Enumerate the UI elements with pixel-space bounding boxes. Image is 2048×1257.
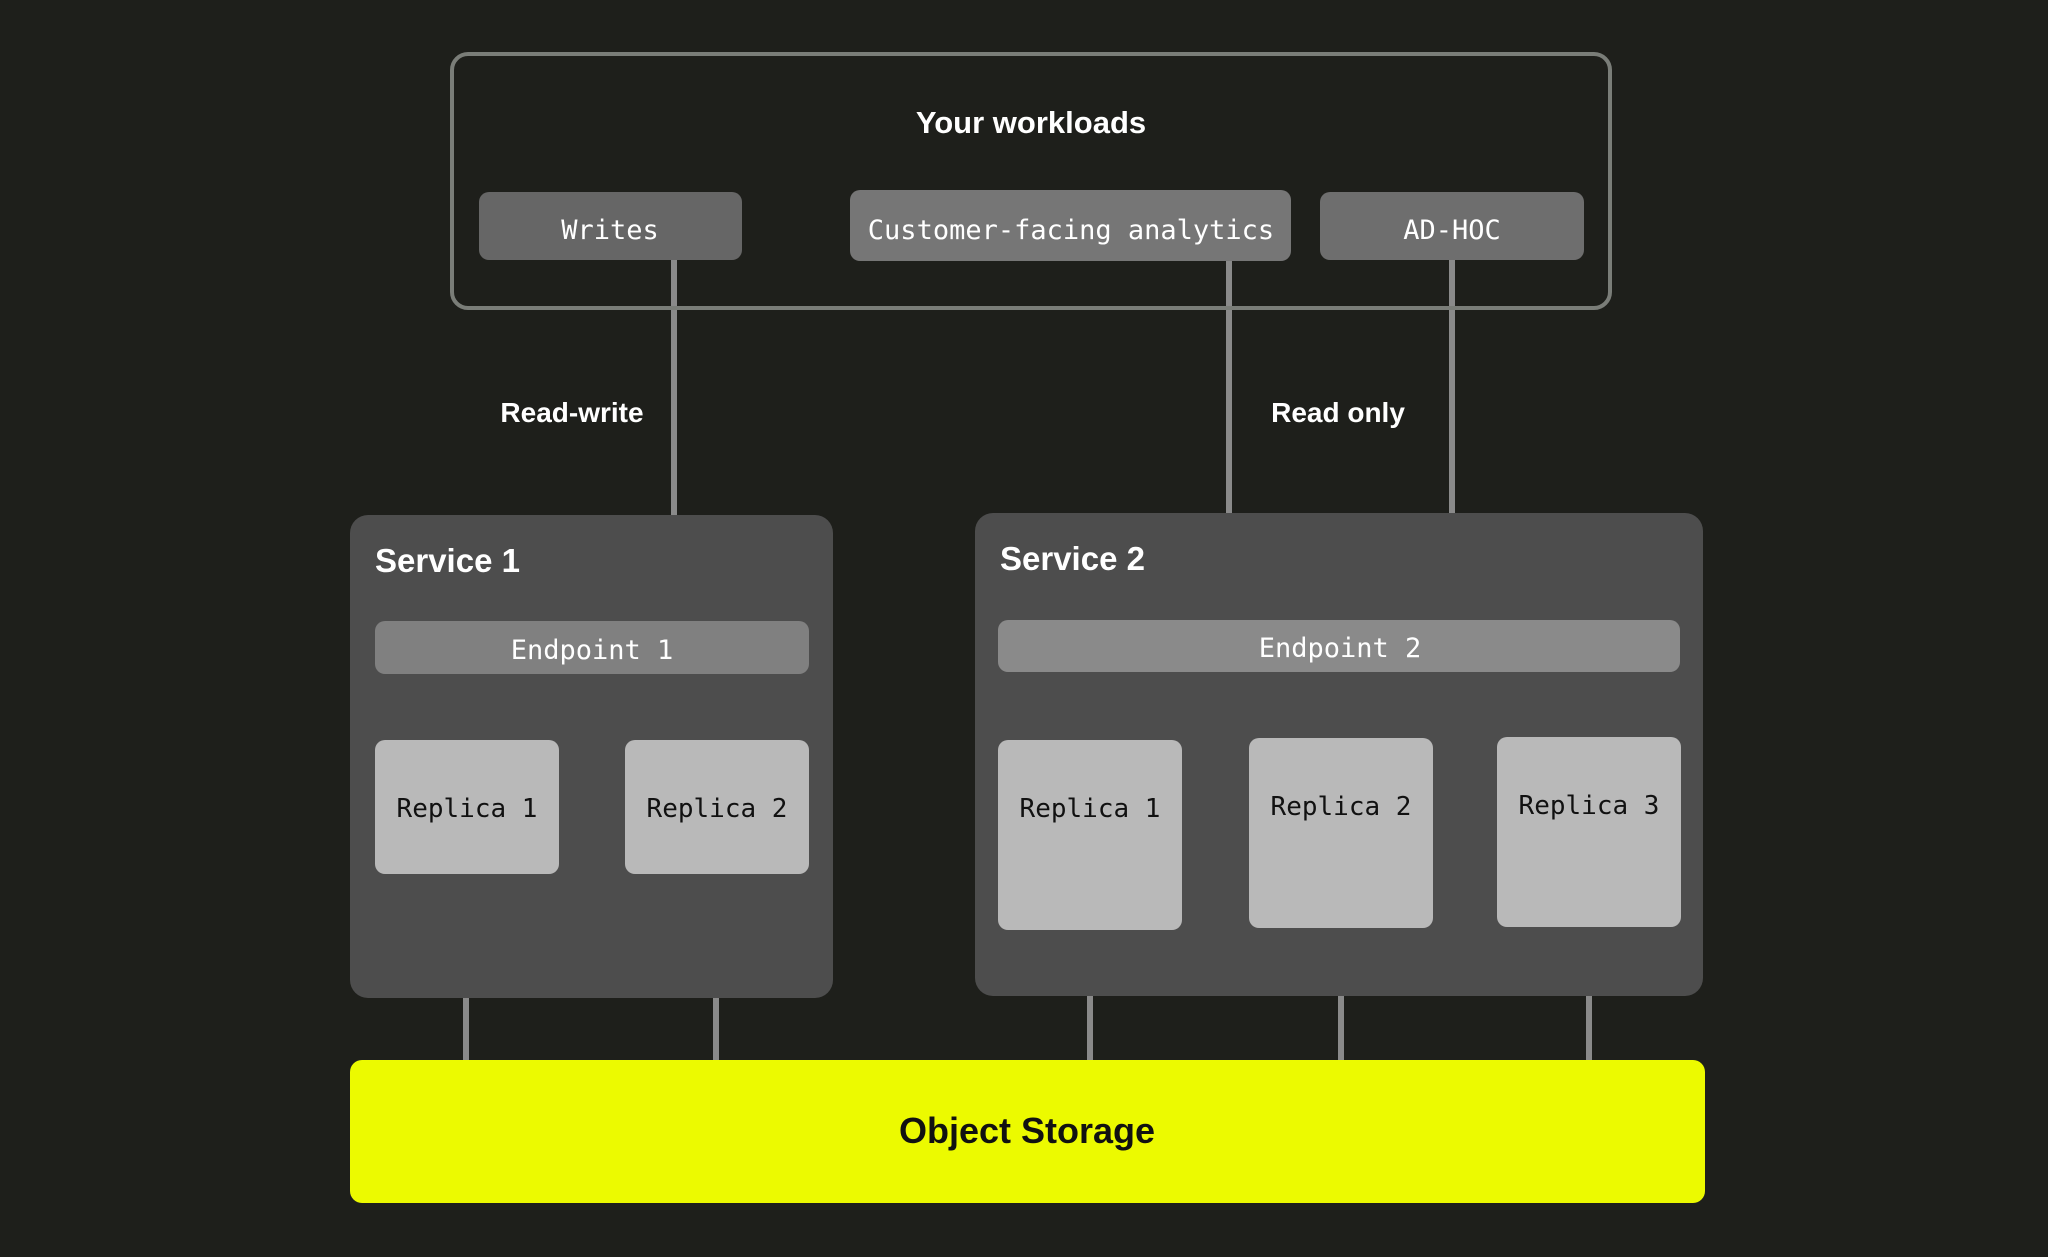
service-1-replica-1-label: Replica 1	[397, 794, 538, 824]
edge-label-read-write: Read-write	[500, 397, 643, 428]
service-2-group[interactable]: Service 2 Endpoint 2 Replica 1 Replica 2…	[975, 513, 1703, 996]
service-2-replica-3-label: Replica 3	[1519, 791, 1660, 821]
service-2-endpoint[interactable]: Endpoint 2	[998, 620, 1680, 672]
service-2-endpoint-box[interactable]	[998, 620, 1680, 672]
workload-item-writes-label: Writes	[561, 215, 659, 246]
object-storage-box[interactable]	[350, 1060, 1705, 1203]
service-1-replica-2[interactable]: Replica 2	[625, 740, 809, 874]
service-1-endpoint[interactable]: Endpoint 1	[375, 621, 809, 674]
service-2-replica-1-label: Replica 1	[1020, 794, 1161, 824]
workloads-group-border	[450, 52, 1612, 310]
workload-item-writes[interactable]: Writes	[479, 192, 742, 260]
service-1-replica-1[interactable]: Replica 1	[375, 740, 559, 874]
service-1-endpoint-box[interactable]	[375, 621, 809, 674]
object-storage-label: Object Storage	[899, 1110, 1155, 1151]
edge-label-read-only: Read only	[1271, 397, 1405, 428]
service-2-replica-2-box[interactable]	[1249, 738, 1433, 928]
service-1-title: Service 1	[375, 542, 520, 579]
workload-item-customer-facing-analytics-label: Customer-facing analytics	[868, 215, 1274, 246]
service-2-title: Service 2	[1000, 540, 1145, 577]
service-2-replica-2-label: Replica 2	[1271, 792, 1412, 822]
workload-item-ad-hoc-box[interactable]	[1320, 192, 1584, 260]
workload-item-ad-hoc[interactable]: AD-HOC	[1320, 192, 1584, 260]
service-2-replica-1[interactable]: Replica 1	[998, 740, 1182, 930]
workload-item-writes-box[interactable]	[479, 192, 742, 260]
service-2-replica-2[interactable]: Replica 2	[1249, 738, 1433, 928]
workloads-group-title: Your workloads	[916, 105, 1146, 140]
service-1-replica-2-label: Replica 2	[647, 794, 788, 824]
object-storage-group[interactable]: Object Storage	[350, 1060, 1705, 1203]
service-2-endpoint-label: Endpoint 2	[1259, 633, 1422, 664]
workload-item-customer-facing-analytics-box[interactable]	[850, 190, 1291, 261]
service-1-group[interactable]: Service 1 Endpoint 1 Replica 1 Replica 2	[350, 515, 833, 998]
service-1-replica-1-box[interactable]	[375, 740, 559, 874]
workload-item-ad-hoc-label: AD-HOC	[1403, 215, 1501, 246]
workloads-group: Your workloads Writes Customer-facing an…	[450, 52, 1612, 310]
service-2-replica-1-box[interactable]	[998, 740, 1182, 930]
service-2-replica-3[interactable]: Replica 3	[1497, 737, 1681, 927]
service-2-replica-3-box[interactable]	[1497, 737, 1681, 927]
service-1-replica-2-box[interactable]	[625, 740, 809, 874]
workload-item-customer-facing-analytics[interactable]: Customer-facing analytics	[850, 190, 1291, 261]
service-1-endpoint-label: Endpoint 1	[511, 635, 674, 666]
